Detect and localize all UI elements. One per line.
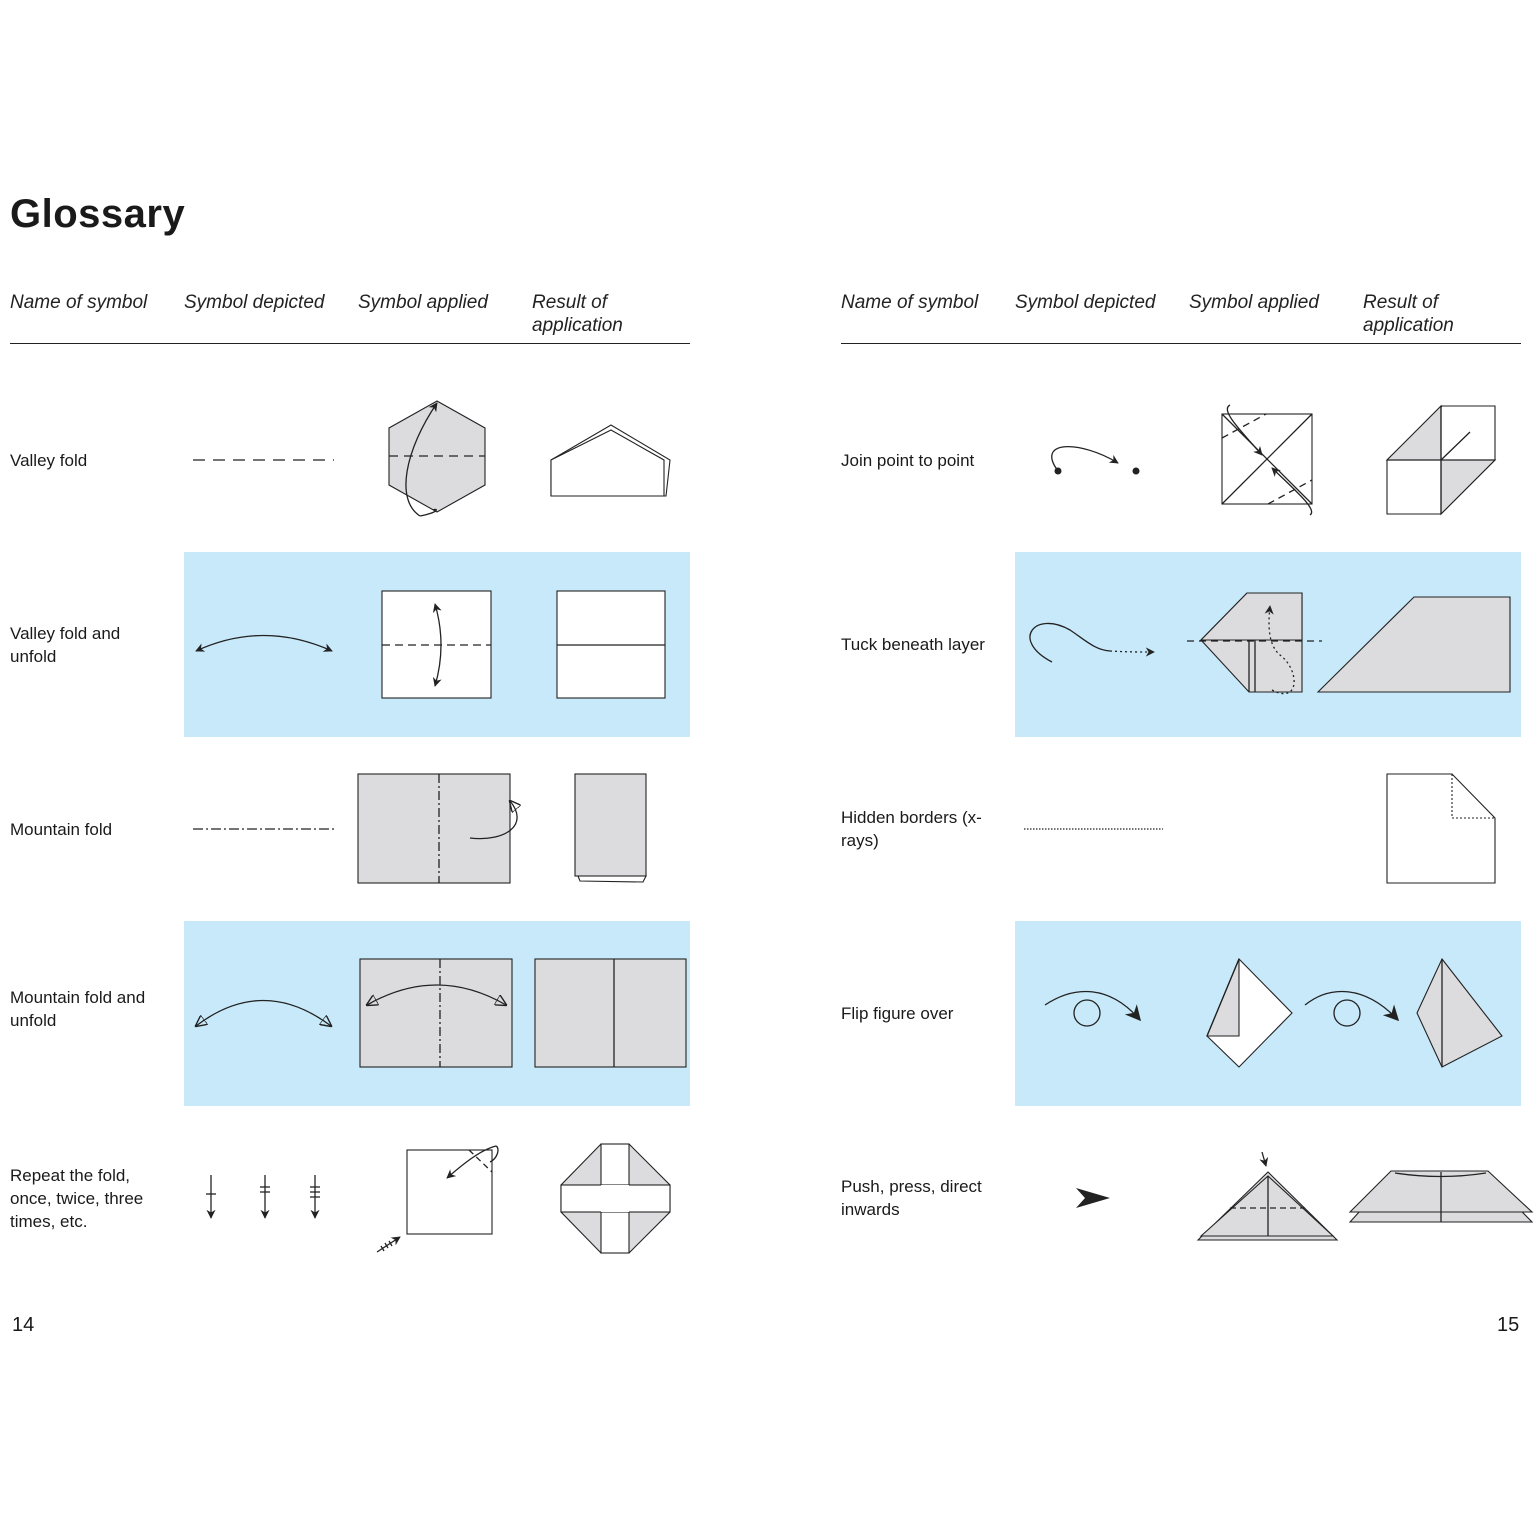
- row-name-valley-fold-unfold: Valley fold and unfold: [10, 624, 121, 666]
- row-name-join-point: Join point to point: [841, 451, 975, 470]
- row-name-valley-fold: Valley fold: [10, 451, 88, 470]
- repeat-fold-symbol: [206, 1175, 320, 1219]
- flip-figure-symbol: [1044, 990, 1142, 1027]
- repeat-fold-result: [560, 1143, 671, 1254]
- row-name-push-press: Push, press, direct inwards: [841, 1177, 982, 1219]
- header-symbol-depicted-left: Symbol depicted: [184, 292, 325, 313]
- header-name-of-symbol-left: Name of symbol: [10, 292, 148, 313]
- push-press-applied: [1196, 1151, 1339, 1241]
- header-rule-right: [841, 343, 1521, 344]
- join-point-symbol: [1051, 446, 1140, 475]
- mountain-fold-result: [574, 773, 647, 883]
- push-press-result: [1348, 1170, 1534, 1223]
- header-name-of-symbol-right: Name of symbol: [841, 292, 979, 313]
- valley-fold-applied: [388, 400, 486, 517]
- header-rule-left: [10, 343, 690, 344]
- page-number-left: 14: [12, 1314, 35, 1336]
- row-name-mountain-fold-unfold: Mountain fold and unfold: [10, 988, 146, 1030]
- row-name-flip-figure: Flip figure over: [841, 1004, 954, 1023]
- page-number-right: 15: [1497, 1314, 1520, 1336]
- mountain-unfold-symbol: [196, 1000, 331, 1027]
- header-result-right: Result of application: [1363, 292, 1454, 336]
- header-symbol-depicted-right: Symbol depicted: [1015, 292, 1156, 313]
- row-name-mountain-fold: Mountain fold: [10, 820, 113, 839]
- valley-unfold-applied: [381, 590, 492, 699]
- join-point-result: [1385, 404, 1497, 516]
- header-symbol-applied-right: Symbol applied: [1189, 292, 1319, 313]
- row-name-hidden-borders: Hidden borders (x-rays): [841, 808, 982, 850]
- tuck-beneath-result: [1316, 596, 1511, 693]
- mountain-unfold-result: [534, 958, 687, 1068]
- page-title: Glossary: [10, 192, 186, 236]
- repeat-fold-applied: [376, 1145, 499, 1253]
- mountain-unfold-applied: [359, 958, 513, 1068]
- hidden-borders-result: [1386, 773, 1496, 884]
- tuck-beneath-applied: [1187, 592, 1322, 695]
- tuck-beneath-symbol: [1029, 622, 1155, 663]
- row-name-repeat-fold: Repeat the fold, once, twice, three time…: [10, 1166, 144, 1231]
- flip-figure-result: [1416, 957, 1503, 1068]
- mountain-fold-applied: [357, 773, 517, 884]
- header-symbol-applied-left: Symbol applied: [358, 292, 488, 313]
- header-result-left: Result of application: [532, 292, 623, 336]
- flip-figure-applied: [1206, 958, 1400, 1068]
- join-point-applied: [1221, 404, 1313, 516]
- row-name-tuck-beneath: Tuck beneath layer: [841, 635, 985, 654]
- valley-unfold-result: [556, 590, 666, 699]
- push-press-symbol: [1076, 1188, 1110, 1208]
- valley-fold-result: [550, 424, 671, 497]
- valley-unfold-symbol: [195, 634, 333, 652]
